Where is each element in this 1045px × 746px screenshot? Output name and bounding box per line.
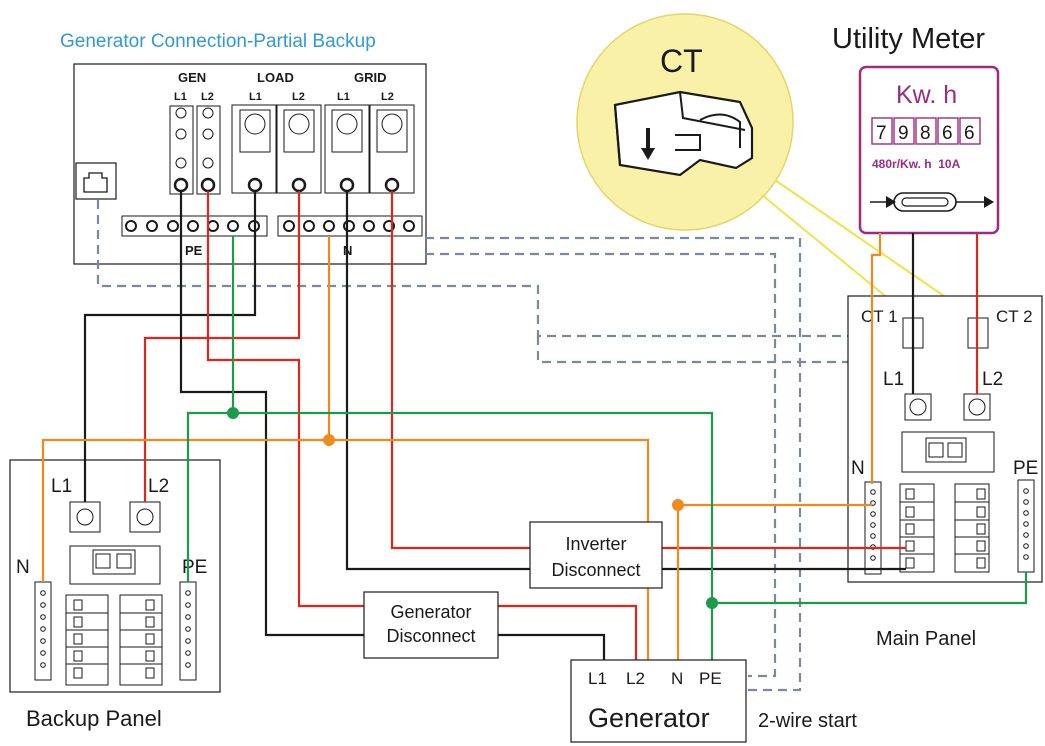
backup-pe-label: PE — [182, 557, 207, 578]
terminal-group-grid: GRID — [354, 70, 387, 85]
meter-digit: 6 — [942, 123, 953, 144]
meter-digit: 7 — [876, 123, 887, 144]
backup-l2-label: L2 — [148, 476, 169, 497]
generator-disconnect: Generator Disconnect — [363, 591, 499, 659]
main-l1-label: L1 — [883, 369, 904, 390]
load-l2-label: L2 — [292, 91, 305, 103]
meter-digit-row: 7 9 8 6 6 — [871, 117, 981, 145]
backup-branch-breakers — [65, 594, 163, 686]
inverter-unit: GEN LOAD GRID L1 L2 L1 L2 L1 L2 — [73, 63, 427, 265]
load-terminal-block — [231, 104, 322, 194]
meter-digit: 6 — [964, 123, 975, 144]
main-branch-breakers — [899, 483, 990, 573]
gen-l1-label: L1 — [174, 91, 187, 103]
pe-busbar — [121, 215, 268, 237]
main-panel-label: Main Panel — [876, 628, 976, 650]
main-l2-label: L2 — [982, 369, 1003, 390]
ethernet-port-icon — [75, 162, 117, 200]
main-breaker — [901, 431, 995, 473]
meter-unit-label: Kw. h — [896, 81, 957, 109]
generator-disconnect-line1: Generator — [390, 602, 471, 622]
backup-n-bar — [34, 581, 52, 681]
generator-terminal-l1: L1 — [588, 669, 607, 688]
pe-bar-label: PE — [185, 243, 203, 258]
generator: L1 L2 N PE Generator — [570, 659, 747, 743]
gen-l2-label: L2 — [201, 91, 214, 103]
backup-panel: Backup Panel L1 L2 N PE — [9, 459, 221, 731]
meter-digit: 9 — [898, 123, 909, 144]
main-n-bar — [864, 481, 882, 575]
generator-terminal-pe: PE — [699, 669, 722, 688]
meter-disc-icon — [870, 192, 994, 212]
diagram-title: Generator Connection-Partial Backup — [60, 31, 376, 52]
ct1-label: CT 1 — [861, 307, 898, 326]
backup-panel-label: Backup Panel — [26, 706, 162, 731]
junction-dots — [227, 407, 718, 609]
main-panel: Main Panel CT 1 CT 2 L1 L2 N PE — [847, 295, 1043, 650]
comm-dashed-lines — [96, 200, 962, 692]
two-wire-start-label: 2-wire start — [758, 710, 857, 732]
terminal-group-gen: GEN — [178, 70, 206, 85]
backup-l1-label: L1 — [51, 476, 72, 497]
generator-terminal-l2: L2 — [626, 669, 645, 688]
terminal-group-load: LOAD — [257, 70, 294, 85]
grid-l1-label: L1 — [337, 91, 350, 103]
backup-main-breaker — [69, 545, 161, 585]
grid-terminal-block — [324, 104, 415, 194]
grid-l2-label: L2 — [381, 91, 394, 103]
ct-bubble-label: CT — [660, 43, 703, 79]
backup-pe-bar — [179, 581, 197, 681]
utility-meter-title: Utility Meter — [832, 23, 985, 55]
load-l1-label: L1 — [249, 91, 262, 103]
backup-n-label: N — [16, 557, 30, 578]
utility-meter: Utility Meter Kw. h 7 9 8 6 6 480r/Kw. h… — [832, 23, 1000, 235]
generator-label: Generator — [588, 703, 710, 733]
meter-digit: 8 — [920, 123, 931, 144]
main-pe-label: PE — [1013, 458, 1038, 479]
ct2-label: CT 2 — [996, 307, 1033, 326]
main-pe-bar — [1017, 479, 1035, 573]
inverter-disconnect-line1: Inverter — [565, 534, 626, 554]
main-n-label: N — [851, 458, 865, 479]
inverter-disconnect-line2: Disconnect — [551, 560, 640, 580]
ct-clamp-icon — [613, 90, 754, 177]
gen-terminal-block — [169, 105, 221, 195]
generator-disconnect-line2: Disconnect — [386, 626, 475, 646]
generator-terminal-n: N — [671, 669, 683, 688]
meter-spec-label: 480r/Kw. h 10A — [872, 157, 961, 171]
ct-bubble: CT — [576, 13, 794, 231]
inverter-disconnect: Inverter Disconnect — [529, 521, 663, 589]
